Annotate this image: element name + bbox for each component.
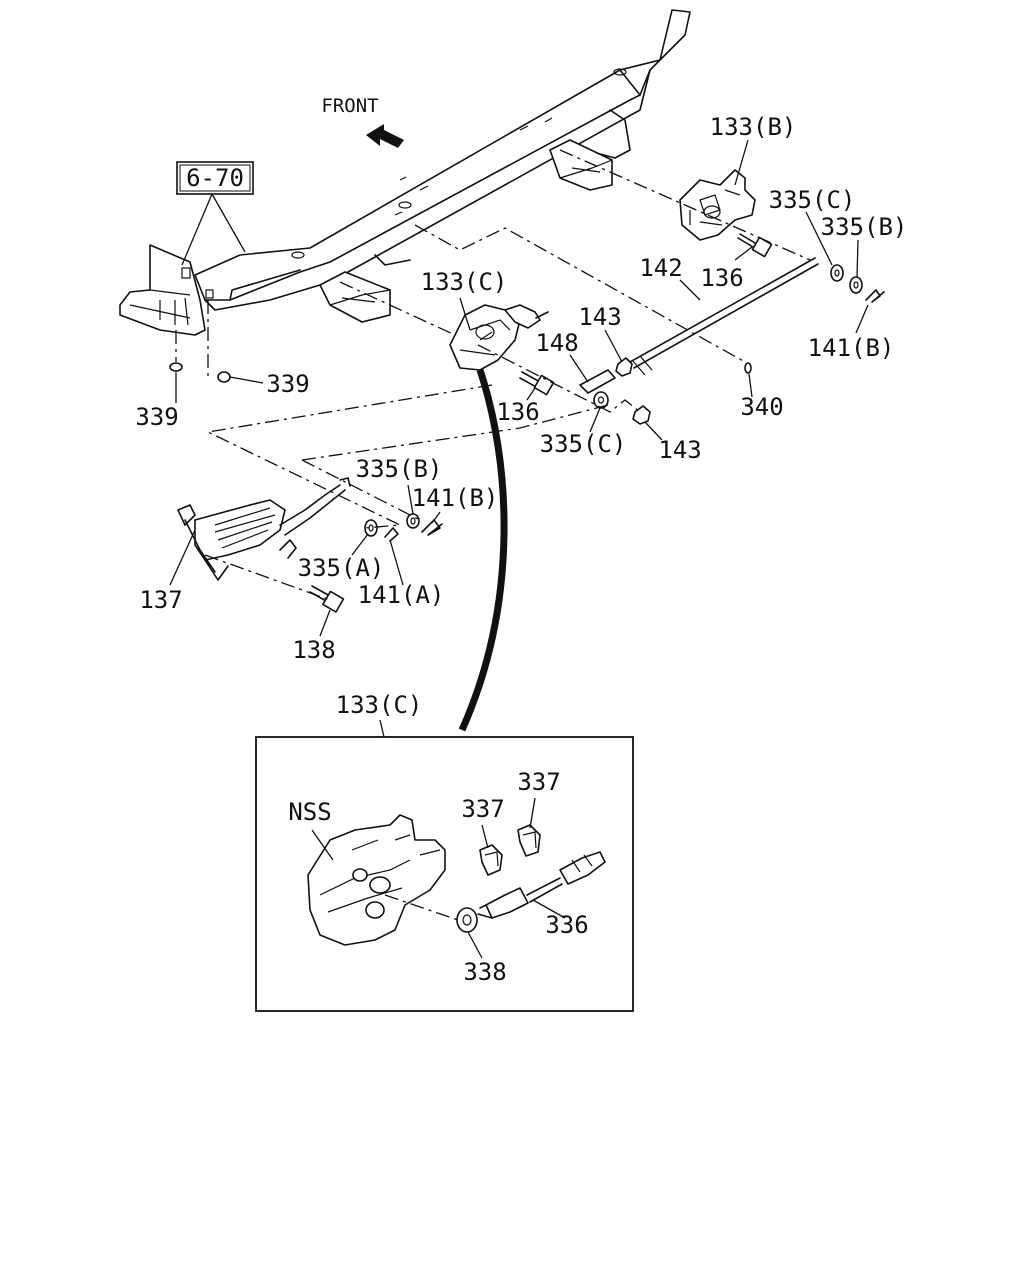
callout-336[interactable]: 336 bbox=[545, 911, 588, 939]
detail-lever-133c bbox=[307, 814, 446, 946]
callout-338[interactable]: 338 bbox=[463, 958, 506, 986]
washer-335c-right bbox=[830, 264, 844, 282]
front-arrow-icon bbox=[366, 124, 404, 148]
callout-133b[interactable]: 133(B) bbox=[710, 113, 797, 141]
callout-133c-top[interactable]: 133(C) bbox=[421, 268, 508, 296]
washer-335b-left bbox=[406, 513, 420, 529]
callout-335c-right[interactable]: 335(C) bbox=[769, 186, 856, 214]
callout-339-right[interactable]: 339 bbox=[266, 370, 309, 398]
callout-148[interactable]: 148 bbox=[535, 329, 578, 357]
callout-nss[interactable]: NSS bbox=[288, 798, 331, 826]
rod-142 bbox=[629, 257, 819, 376]
reference-box-label: 6-70 bbox=[186, 164, 244, 192]
bolt-136-mid bbox=[519, 371, 555, 396]
front-label: FRONT bbox=[321, 95, 378, 117]
callout-136-mid[interactable]: 136 bbox=[496, 398, 539, 426]
clip-337-left bbox=[479, 844, 503, 876]
callout-335b-right[interactable]: 335(B) bbox=[821, 213, 908, 241]
callout-335c-mid[interactable]: 335(C) bbox=[540, 430, 627, 458]
callout-143-bottom[interactable]: 143 bbox=[658, 436, 701, 464]
callout-340[interactable]: 340 bbox=[740, 393, 783, 421]
bolt-136-right bbox=[737, 233, 773, 258]
callout-143-top[interactable]: 143 bbox=[578, 303, 621, 331]
callout-142[interactable]: 142 bbox=[639, 254, 682, 282]
clip-141a bbox=[384, 527, 399, 542]
leader-lines bbox=[169, 139, 869, 959]
callout-137[interactable]: 137 bbox=[139, 586, 182, 614]
assembly-lines bbox=[175, 149, 811, 601]
detail-box bbox=[255, 736, 634, 1012]
callout-136-right[interactable]: 136 bbox=[700, 264, 743, 292]
sensor-336 bbox=[477, 851, 606, 919]
plate-148 bbox=[579, 369, 616, 394]
washer-338 bbox=[456, 907, 478, 933]
bolt-138 bbox=[309, 585, 345, 613]
callout-337-left[interactable]: 337 bbox=[461, 795, 504, 823]
nut-143-top bbox=[615, 357, 633, 377]
callout-141b-right[interactable]: 141(B) bbox=[808, 334, 895, 362]
callout-133c-detail[interactable]: 133(C) bbox=[336, 691, 423, 719]
detail-connector bbox=[458, 368, 508, 732]
shift-lever-137 bbox=[177, 477, 351, 581]
reference-box[interactable]: 6-70 bbox=[176, 161, 254, 195]
washer-335b-right bbox=[849, 276, 863, 294]
callout-141a[interactable]: 141(A) bbox=[358, 581, 445, 609]
callout-337-right[interactable]: 337 bbox=[517, 768, 560, 796]
clip-141b-right bbox=[865, 289, 885, 303]
front-indicator: FRONT bbox=[321, 95, 404, 148]
bracket-133b bbox=[679, 169, 756, 241]
washer-335a bbox=[364, 519, 378, 537]
grommet-339-left bbox=[169, 362, 183, 372]
callout-335b-left[interactable]: 335(B) bbox=[356, 455, 443, 483]
callout-138[interactable]: 138 bbox=[292, 636, 335, 664]
grommet-339-right bbox=[217, 371, 231, 383]
callouts: 133(B) 335(C) 335(B) 142 136 133(C) 143 … bbox=[135, 113, 907, 986]
callout-141b-left[interactable]: 141(B) bbox=[412, 484, 499, 512]
callout-335a[interactable]: 335(A) bbox=[298, 554, 385, 582]
callout-339-left[interactable]: 339 bbox=[135, 403, 178, 431]
nut-143-bottom bbox=[632, 405, 651, 425]
clip-141b-left bbox=[421, 519, 443, 536]
clip-337-right bbox=[517, 824, 541, 857]
ring-340 bbox=[744, 362, 752, 374]
